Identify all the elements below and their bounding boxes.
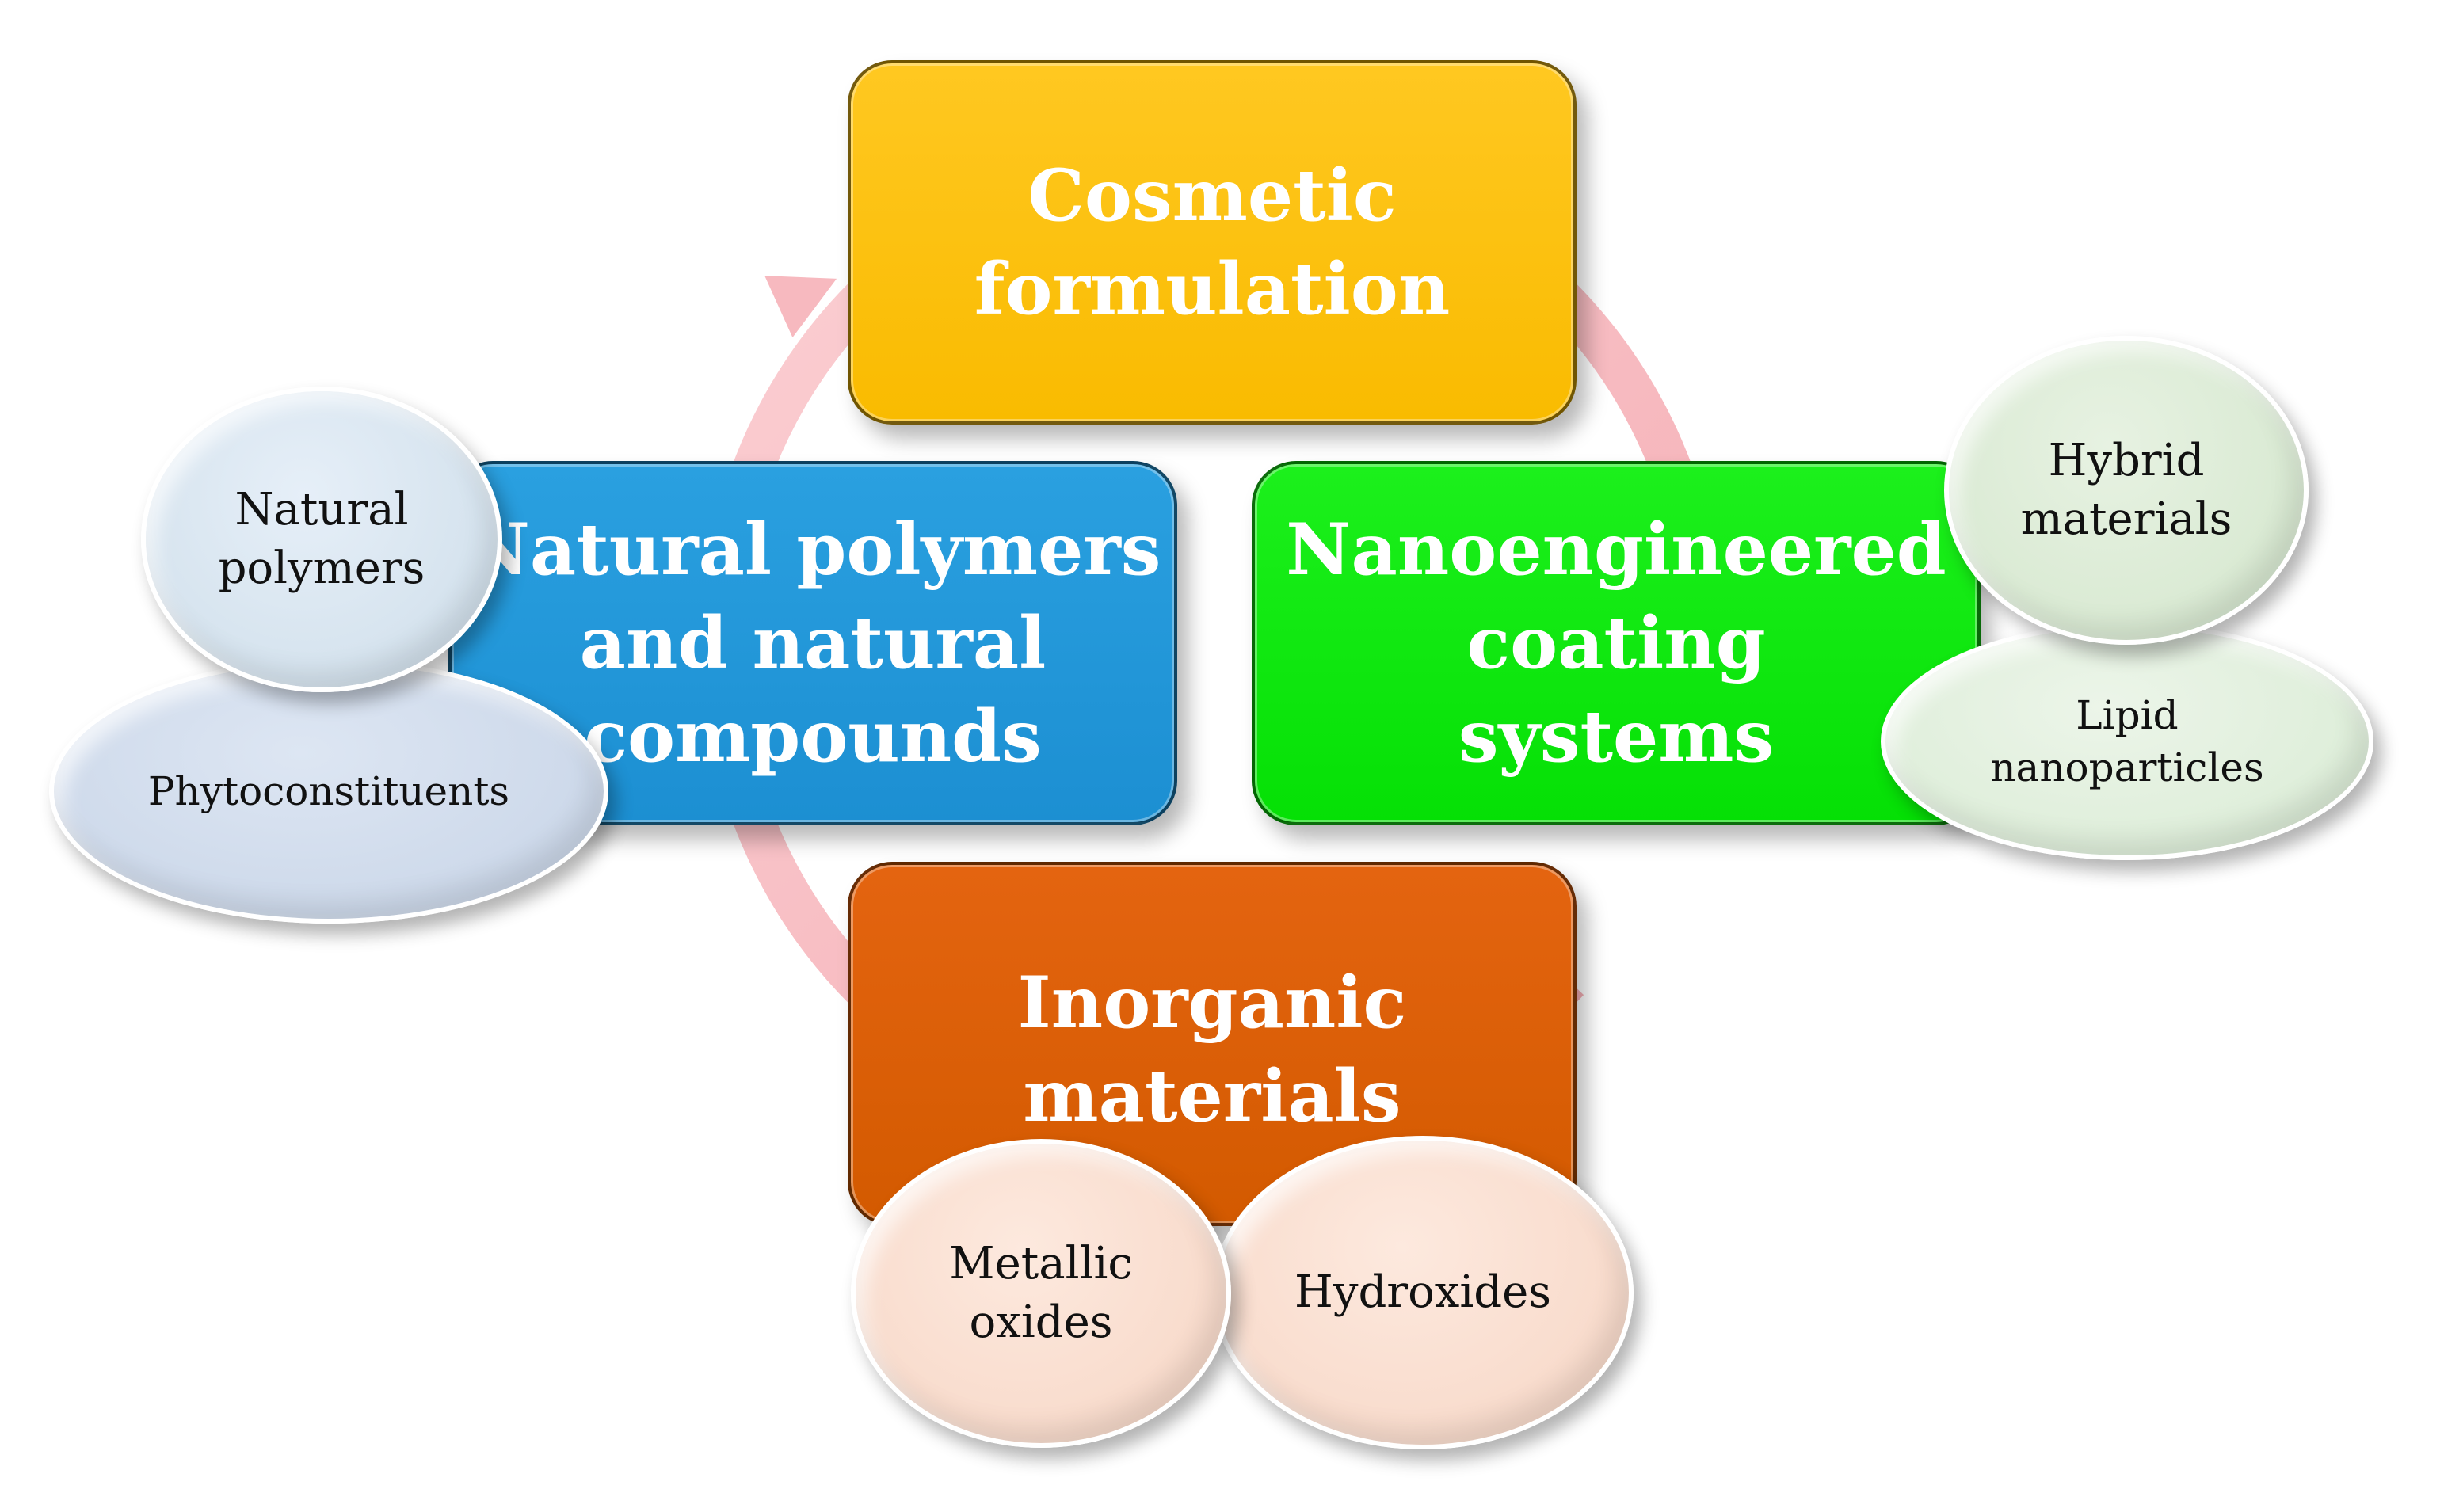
lipid-nanoparticles-ellipse: Lipid nanoparticles (1881, 623, 2373, 860)
natural-polymers-ellipse: Natural polymers (141, 387, 502, 692)
natural-polymers-box: Natural polymers and natural compounds (448, 461, 1177, 825)
hydroxides-ellipse: Hydroxides (1212, 1136, 1634, 1449)
cosmetic-formulation-box: Cosmetic formulation (848, 60, 1577, 425)
metallic-oxides-ellipse: Metallic oxides (851, 1139, 1231, 1448)
phytoconstituents-ellipse: Phytoconstituents (49, 659, 608, 924)
cycle-arrow-head (759, 272, 843, 344)
hybrid-materials-ellipse: Hybrid materials (1944, 336, 2309, 645)
nanoengineered-coating-box: Nanoengineered coating systems (1252, 461, 1981, 825)
